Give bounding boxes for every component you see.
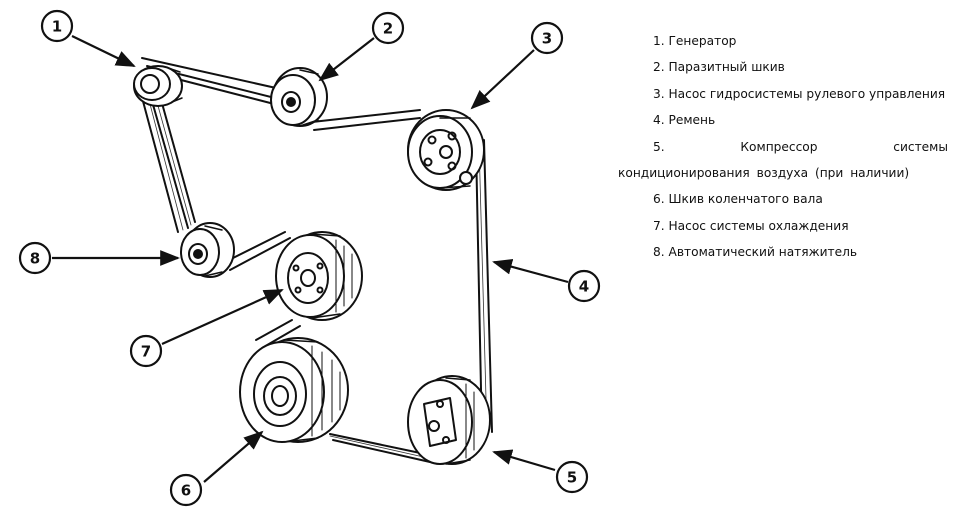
svg-text:2: 2: [383, 20, 393, 38]
svg-text:6: 6: [181, 482, 191, 500]
power-steering-pulley: [407, 109, 485, 191]
callout-8: 8: [18, 241, 52, 275]
callout-4: 4: [567, 269, 601, 303]
callout-5: 5: [555, 460, 589, 494]
legend-item-8: 8. Автоматический натяжитель: [653, 245, 858, 260]
drive-belt: [139, 57, 493, 463]
svg-text:3: 3: [542, 30, 552, 48]
callout-leader-7: [161, 288, 284, 346]
callout-1: 1: [40, 9, 74, 43]
legend-item-1: 1. Генератор: [653, 34, 737, 48]
legend-item-3: 3. Насос гидросистемы рулевого управлени…: [653, 86, 946, 101]
parts-legend: 1. Генератор 2. Паразитный шкив 3. Насос…: [618, 28, 948, 266]
callout-leader-4: [492, 259, 569, 284]
svg-text:4: 4: [579, 278, 589, 296]
callout-7: 7: [129, 334, 163, 368]
crankshaft-pulley: [239, 337, 349, 443]
callout-2: 2: [371, 11, 405, 45]
belt-routing-diagram: 1 2 3 4 5 6 7 8: [18, 9, 601, 507]
generator-pulley: [133, 65, 183, 107]
svg-text:1: 1: [52, 18, 62, 36]
callout-3: 3: [530, 21, 564, 55]
legend-item-6: 6. Шкив коленчатого вала: [653, 192, 823, 207]
callout-leader-2: [318, 37, 375, 82]
callout-leader-6: [203, 430, 264, 483]
legend-item-2: 2. Паразитный шкив: [653, 60, 785, 75]
ac-compressor-pulley: [407, 375, 491, 465]
svg-text:8: 8: [30, 250, 40, 268]
legend-item-4: 4. Ремень: [653, 113, 716, 128]
callout-leader-3: [470, 49, 535, 110]
automatic-tensioner-pulley: [180, 222, 235, 278]
svg-text:5: 5: [567, 469, 577, 487]
svg-text:7: 7: [141, 343, 151, 361]
callout-6: 6: [169, 473, 203, 507]
callout-leader-1: [71, 35, 136, 67]
idler-pulley: [270, 67, 328, 127]
callout-leader-5: [492, 449, 556, 472]
water-pump-pulley: [275, 231, 363, 321]
legend-item-7: 7. Насос системы охлаждения: [653, 218, 849, 233]
legend-item-5: 5. Компрессор системы кондиционирования …: [618, 139, 948, 181]
